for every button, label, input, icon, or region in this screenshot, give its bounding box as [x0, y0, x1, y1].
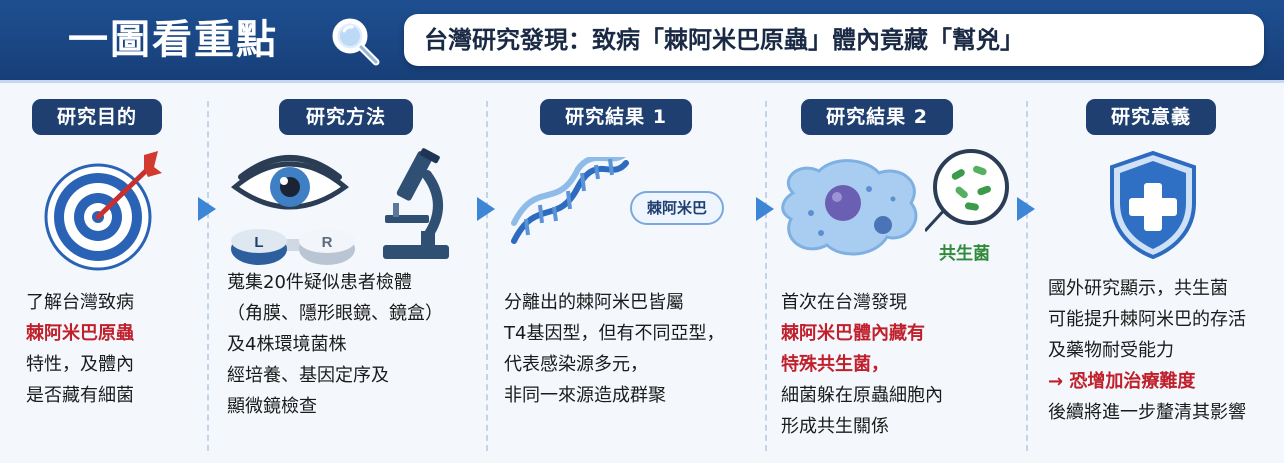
bacteria-label: 共生菌: [939, 244, 990, 264]
shield-cross-icon: [1110, 151, 1196, 259]
body-line: 形成共生關係: [781, 416, 889, 437]
body-line: 特性，及體內: [26, 354, 134, 375]
column-divider: [207, 101, 209, 451]
body-line: 首次在台灣發現: [781, 292, 907, 313]
body-line: 了解台灣致病: [26, 292, 134, 313]
body-line: 是否藏有細菌: [26, 385, 134, 406]
body-line: 國外研究顯示，共生菌: [1048, 278, 1228, 299]
lens-right-letter: R: [322, 234, 333, 251]
chevron-arrow-icon: [1017, 197, 1035, 221]
section-significance: 研究意義 國外研究顯示，共生菌 可能提升棘阿米巴的存活 及藥物耐受能力 → 恐增…: [1026, 83, 1284, 463]
section-label: 研究方法: [279, 99, 413, 135]
body-line: 非同一來源造成群聚: [504, 385, 666, 406]
bacteria-icon: [925, 149, 1009, 233]
contact-lens-case-icon: L R: [231, 229, 355, 265]
magnifier-icon: [332, 18, 380, 66]
body-line: 及4株環境菌株: [227, 334, 347, 355]
body-line: 細菌躲在原蟲細胞內: [781, 385, 943, 406]
eye-icon: [231, 155, 349, 210]
subtitle-banner: 台灣研究發現：致病「棘阿米巴原蟲」體內竟藏「幫兇」: [404, 14, 1264, 66]
body-line: 顯微鏡檢查: [227, 396, 317, 417]
section-label: 研究結果 1: [540, 99, 692, 135]
chevron-arrow-icon: [756, 197, 774, 221]
section-body: 分離出的棘阿米巴皆屬 T4基因型，但有不同亞型， 代表感染源多元， 非同一來源造…: [504, 287, 724, 411]
lens-left-letter: L: [254, 234, 263, 251]
content-panel: 研究目的 了解台灣致病 棘阿米巴原蟲 特性，及體內 是否藏有細菌 研究方法: [0, 80, 1284, 463]
body-line: 分離出的棘阿米巴皆屬: [504, 292, 684, 313]
section-body: 了解台灣致病 棘阿米巴原蟲 特性，及體內 是否藏有細菌: [26, 287, 134, 411]
target-icon: [44, 151, 162, 271]
body-line: 經培養、基因定序及: [227, 365, 389, 386]
section-label: 研究結果 2: [801, 99, 953, 135]
body-line: 特殊共生菌，: [781, 354, 889, 375]
dna-icon: [511, 157, 629, 244]
microscope-icon: [383, 148, 449, 259]
section-result-2: 研究結果 2 共生菌 首次在台灣: [765, 83, 1026, 463]
body-line: （角膜、隱形眼鏡、鏡盒）: [227, 303, 443, 324]
header-band: 一圖看重點 台灣研究發現：致病「棘阿米巴原蟲」體內竟藏「幫兇」: [0, 0, 1284, 80]
body-line: 後續將進一步釐清其影響: [1048, 402, 1246, 423]
body-line: 代表感染源多元，: [504, 354, 648, 375]
page-title: 一圖看重點: [68, 17, 278, 63]
organism-tag: 棘阿米巴: [630, 191, 724, 225]
column-divider: [1026, 101, 1028, 451]
section-label: 研究目的: [32, 99, 162, 135]
section-body: 首次在台灣發現 棘阿米巴體內藏有 特殊共生菌， 細菌躲在原蟲細胞內 形成共生關係: [781, 287, 943, 442]
section-body: 國外研究顯示，共生菌 可能提升棘阿米巴的存活 及藥物耐受能力 → 恐增加治療難度…: [1048, 273, 1246, 428]
section-method: 研究方法 L R: [207, 83, 486, 463]
body-line: → 恐增加治療難度: [1048, 371, 1196, 392]
body-line: 蒐集20件疑似患者檢體: [227, 272, 412, 293]
body-line: 棘阿米巴體內藏有: [781, 323, 925, 344]
body-line: 可能提升棘阿米巴的存活: [1048, 309, 1246, 330]
section-body: 蒐集20件疑似患者檢體 （角膜、隱形眼鏡、鏡盒） 及4株環境菌株 經培養、基因定…: [227, 267, 443, 422]
section-purpose: 研究目的 了解台灣致病 棘阿米巴原蟲 特性，及體內 是否藏有細菌: [0, 83, 207, 463]
section-result-1: 研究結果 1 棘阿米巴 分離出的棘阿米巴皆屬 T4基因型，但有不同亞型， 代表感…: [486, 83, 765, 463]
column-divider: [486, 101, 488, 451]
chevron-arrow-icon: [198, 197, 216, 221]
amoeba-icon: [781, 159, 918, 256]
body-line: T4基因型，但有不同亞型，: [504, 323, 725, 344]
body-line: 及藥物耐受能力: [1048, 340, 1174, 361]
body-line: 棘阿米巴原蟲: [26, 323, 134, 344]
section-label: 研究意義: [1086, 99, 1216, 135]
column-divider: [765, 101, 767, 451]
chevron-arrow-icon: [477, 197, 495, 221]
